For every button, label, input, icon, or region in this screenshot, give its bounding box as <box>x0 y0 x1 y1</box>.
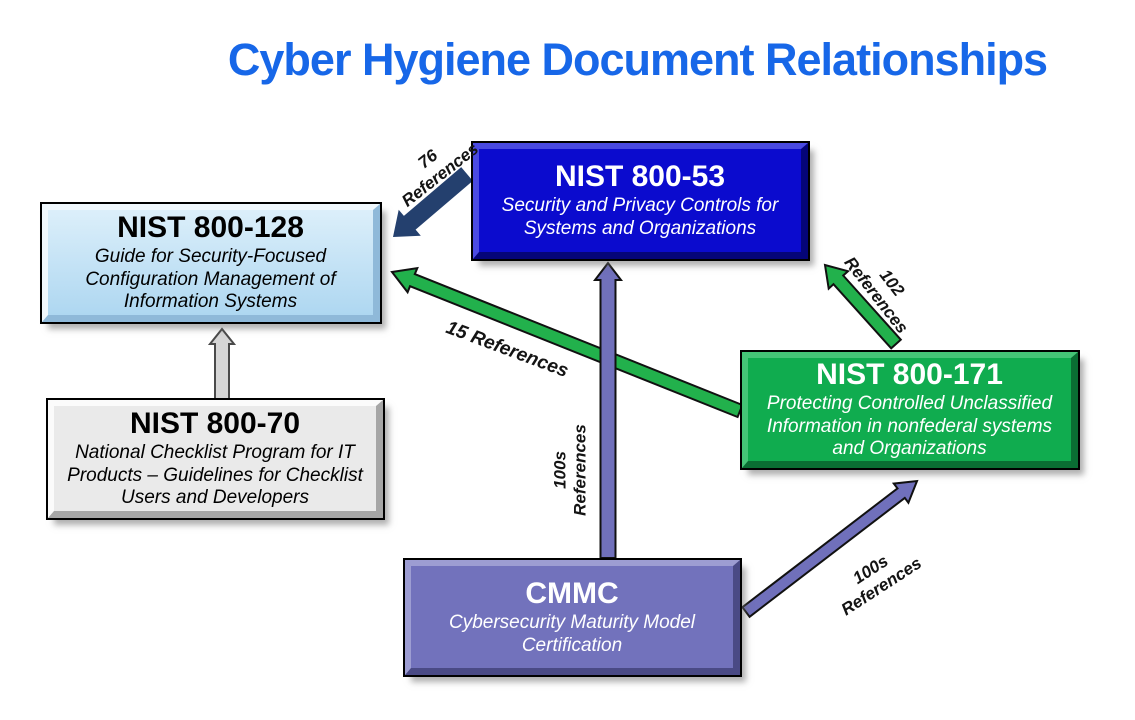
arrow-nist-800-70-to-nist-800-128 <box>207 327 237 400</box>
arrow-label-102-line1: 102 <box>875 265 909 300</box>
arrow-label-76-line1: 76 <box>414 145 442 173</box>
box-nist-800-171-title: NIST 800-171 <box>816 357 1003 391</box>
arrow-label-102-line2: References <box>840 252 913 337</box>
page-title: Cyber Hygiene Document Relationships <box>227 34 1048 85</box>
box-nist-800-70-subtitle: National Checklist Program for IT Produc… <box>67 441 363 509</box>
arrow-cmmc-to-nist-800-171 <box>741 479 919 619</box>
box-nist-800-70: NIST 800-70 National Checklist Program f… <box>48 400 383 518</box>
box-nist-800-128: NIST 800-128 Guide for Security-Focused … <box>42 204 380 322</box>
arrow-cmmc-to-nist-800-53 <box>592 261 624 559</box>
box-cmmc-subtitle: Cybersecurity Maturity Model Certificati… <box>448 611 696 656</box>
arrow-nist-800-53-to-nist-800-128 <box>393 167 473 237</box>
box-nist-800-171-subtitle: Protecting Controlled Unclassified Infor… <box>766 392 1053 460</box>
arrow-label-100s-references-to-800-53: 100s References <box>550 424 589 516</box>
arrow-label-100s-references-to-800-171: 100s References <box>827 537 925 620</box>
box-nist-800-128-subtitle: Guide for Security-Focused Configuration… <box>85 245 336 313</box>
arrow-label-15-references: 15 References <box>443 317 571 383</box>
arrow-nist-800-171-to-nist-800-53 <box>823 263 903 350</box>
arrow-label-100s-171-line2: References <box>837 553 925 619</box>
arrow-nist-800-171-to-nist-800-128 <box>390 266 744 419</box>
arrow-label-15-line1: 15 References <box>443 317 572 383</box>
box-nist-800-53-subtitle: Security and Privacy Controls for System… <box>501 195 779 239</box>
box-nist-800-70-title: NIST 800-70 <box>129 406 301 440</box>
box-nist-800-128-title: NIST 800-128 <box>117 210 304 244</box>
arrow-label-100s-53-line2: References <box>570 424 589 516</box>
box-nist-800-53-title: NIST 800-53 <box>554 160 726 194</box>
arrow-label-102-references: 102 References <box>840 241 927 337</box>
box-cmmc-title: CMMC <box>525 576 619 610</box>
arrow-label-100s-53-line1: 100s <box>550 451 570 489</box>
arrow-label-100s-171-line1: 100s <box>849 551 892 588</box>
arrow-label-76-line2: References <box>397 138 482 211</box>
box-nist-800-53: NIST 800-53 Security and Privacy Control… <box>473 143 808 259</box>
box-cmmc: CMMC Cybersecurity Maturity Model Certif… <box>405 560 740 675</box>
box-nist-800-171: NIST 800-171 Protecting Controlled Uncla… <box>742 352 1078 468</box>
arrow-label-76-references: 76 References <box>386 123 482 210</box>
